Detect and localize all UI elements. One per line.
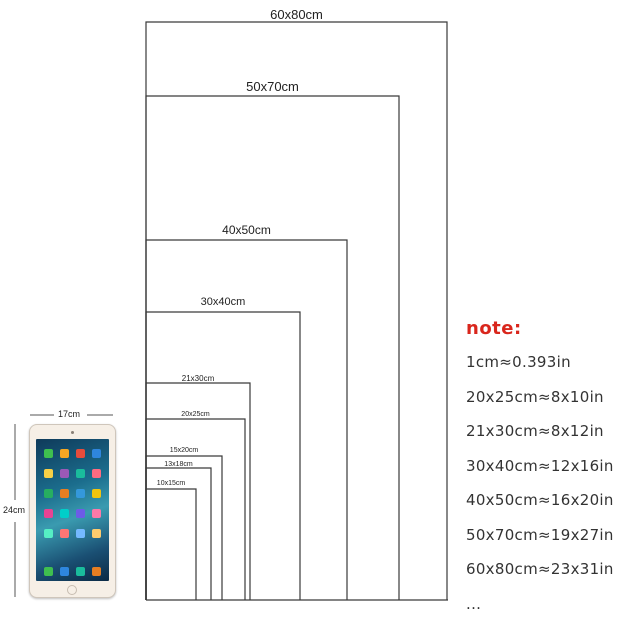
note-line: 60x80cm≈23x31in xyxy=(466,559,624,594)
dock-app-icon xyxy=(92,567,101,576)
note-line: 30x40cm≈12x16in xyxy=(466,456,624,491)
frame-outline-13x18cm xyxy=(146,468,211,600)
app-icon xyxy=(76,449,85,458)
app-icon xyxy=(44,529,53,538)
app-icon xyxy=(60,529,69,538)
frame-label-15x20cm: 15x20cm xyxy=(170,447,198,454)
app-icon xyxy=(76,529,85,538)
note-line: ... xyxy=(466,594,624,628)
tablet-home-button xyxy=(67,585,77,595)
frame-label-60x80cm: 60x80cm xyxy=(270,8,323,21)
tablet-height-dimension xyxy=(11,422,19,602)
app-icon xyxy=(60,509,69,518)
tablet-image xyxy=(29,424,116,598)
tablet-camera xyxy=(71,431,74,434)
frame-label-21x30cm: 21x30cm xyxy=(182,375,214,383)
app-icon xyxy=(60,449,69,458)
frame-label-13x18cm: 13x18cm xyxy=(164,461,192,468)
frame-outline-60x80cm xyxy=(146,22,447,600)
frame-outline-10x15cm xyxy=(146,489,196,600)
frame-outline-50x70cm xyxy=(146,96,399,600)
app-icon xyxy=(92,449,101,458)
frame-label-10x15cm: 10x15cm xyxy=(157,480,185,487)
app-icon xyxy=(92,489,101,498)
frame-label-50x70cm: 50x70cm xyxy=(246,80,299,93)
note-line: 50x70cm≈19x27in xyxy=(466,525,624,560)
app-icon xyxy=(60,469,69,478)
app-icon xyxy=(60,489,69,498)
frame-label-40x50cm: 40x50cm xyxy=(222,224,271,236)
app-icon xyxy=(76,489,85,498)
dock-app-icon xyxy=(76,567,85,576)
note-line: 21x30cm≈8x12in xyxy=(466,421,624,456)
frame-label-20x25cm: 20x25cm xyxy=(181,411,209,418)
note-line: 40x50cm≈16x20in xyxy=(466,490,624,525)
app-icon xyxy=(92,529,101,538)
frame-label-30x40cm: 30x40cm xyxy=(201,297,246,308)
frame-outline-40x50cm xyxy=(146,240,347,600)
note-line: 1cm≈0.393in xyxy=(466,352,624,387)
app-icon xyxy=(44,449,53,458)
app-icon xyxy=(92,469,101,478)
app-icon xyxy=(44,469,53,478)
app-icon xyxy=(44,509,53,518)
dock-app-icon xyxy=(60,567,69,576)
tablet-screen xyxy=(36,439,109,581)
app-icon xyxy=(44,489,53,498)
app-icon xyxy=(92,509,101,518)
app-icon xyxy=(76,469,85,478)
tablet-width-dimension xyxy=(27,411,117,419)
note-title: note: xyxy=(466,318,624,338)
note-line: 20x25cm≈8x10in xyxy=(466,387,624,422)
dock-app-icon xyxy=(44,567,53,576)
app-icon xyxy=(76,509,85,518)
size-comparison-diagram: 60x80cm 50x70cm 40x50cm 30x40cm 21x30cm 20x25… xyxy=(0,0,624,615)
